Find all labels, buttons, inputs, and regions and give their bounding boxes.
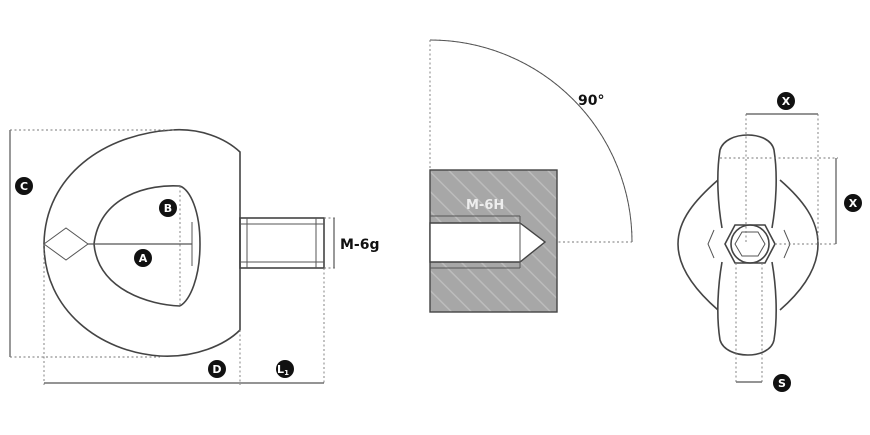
badge-l1-text: L1 bbox=[277, 363, 289, 377]
thread-male-label: M-6g bbox=[340, 237, 380, 253]
eye-nut-inner-hole-right bbox=[179, 185, 201, 307]
eye-nut-front-view: B A C D L1 M-6g bbox=[9, 128, 380, 385]
tapped-hole-section-view: 90° M-6H bbox=[429, 39, 633, 313]
badge-s: S bbox=[773, 374, 791, 392]
badge-x-side-text: X bbox=[849, 197, 858, 210]
badge-b-text: B bbox=[164, 202, 172, 215]
badge-a: A bbox=[134, 249, 152, 267]
side-bottom-lobe bbox=[717, 261, 777, 356]
badge-l1: L1 bbox=[276, 360, 294, 378]
eye-nut-outer-outline bbox=[43, 128, 241, 357]
badge-x-top: X bbox=[777, 92, 795, 110]
badge-x-top-text: X bbox=[782, 95, 791, 108]
eye-nut-side-view: X X S bbox=[677, 92, 862, 392]
hex-socket-inner bbox=[734, 231, 766, 257]
diamond-mark bbox=[43, 227, 89, 261]
badge-c: C bbox=[15, 177, 33, 195]
side-top-lobe bbox=[717, 134, 777, 229]
badge-b: B bbox=[159, 199, 177, 217]
badge-d: D bbox=[208, 360, 226, 378]
tapped-hole bbox=[429, 222, 547, 263]
badge-c-text: C bbox=[20, 180, 28, 193]
hex-socket-outer bbox=[724, 224, 776, 264]
badge-x-side: X bbox=[844, 194, 862, 212]
angle-label: 90° bbox=[578, 93, 604, 109]
badge-s-text: S bbox=[778, 377, 786, 390]
side-outer-ring bbox=[677, 179, 719, 311]
side-outer-ring-right bbox=[779, 179, 819, 311]
threaded-stud bbox=[239, 217, 325, 269]
angle-arc-solid bbox=[429, 39, 633, 243]
socket-circle bbox=[730, 224, 770, 264]
badge-d-text: D bbox=[212, 363, 221, 376]
side-notch-left bbox=[707, 229, 715, 259]
badge-a-text: A bbox=[139, 252, 148, 265]
thread-female-label: M-6H bbox=[466, 198, 504, 213]
